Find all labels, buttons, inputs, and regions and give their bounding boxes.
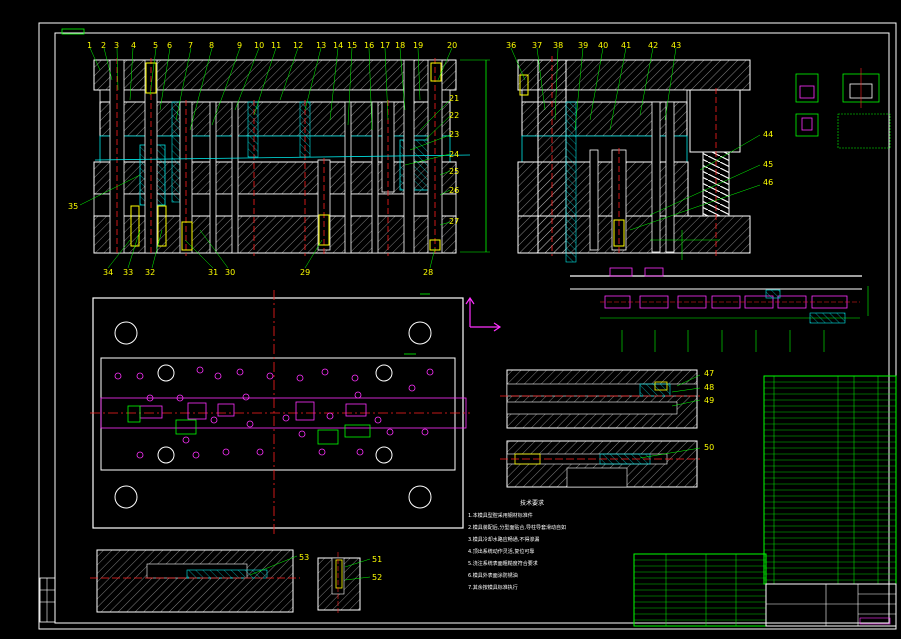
- svg-text:24: 24: [449, 150, 459, 159]
- svg-text:17: 17: [380, 41, 390, 50]
- svg-text:5: 5: [153, 41, 158, 50]
- svg-text:38: 38: [553, 41, 563, 50]
- svg-text:2.模具装配后,分型面贴合,导柱导套滑动自如: 2.模具装配后,分型面贴合,导柱导套滑动自如: [468, 524, 566, 531]
- plan-view: [90, 290, 502, 535]
- svg-text:37: 37: [532, 41, 542, 50]
- svg-text:6.模具外表面涂防锈油: 6.模具外表面涂防锈油: [468, 572, 518, 579]
- strip-layout: [570, 267, 869, 352]
- svg-text:41: 41: [621, 41, 631, 50]
- svg-text:51: 51: [372, 555, 382, 564]
- svg-text:29: 29: [300, 268, 310, 277]
- svg-text:9: 9: [237, 41, 242, 50]
- bottom-section-right: 51 52: [317, 552, 382, 614]
- svg-text:45: 45: [763, 160, 773, 169]
- svg-text:36: 36: [506, 41, 516, 50]
- svg-text:19: 19: [413, 41, 423, 50]
- svg-text:39: 39: [578, 41, 588, 50]
- svg-text:8: 8: [209, 41, 214, 50]
- svg-text:34: 34: [103, 268, 113, 277]
- svg-text:28: 28: [423, 268, 433, 277]
- svg-text:4.顶出系统动作灵活,复位可靠: 4.顶出系统动作灵活,复位可靠: [468, 548, 534, 555]
- svg-text:46: 46: [763, 178, 773, 187]
- svg-text:3: 3: [114, 41, 119, 50]
- svg-text:12: 12: [293, 41, 303, 50]
- svg-text:27: 27: [449, 217, 459, 226]
- svg-text:48: 48: [704, 383, 714, 392]
- detail-section-upper: 47 48 49: [500, 369, 714, 429]
- right-callout-numbers: 36 37 38 39 40 41 42 43 44 45 46: [506, 41, 773, 187]
- svg-text:15: 15: [347, 41, 357, 50]
- svg-text:31: 31: [208, 268, 218, 277]
- callout-numbers-bottom-left: 35 34 33 32 31 30 29 28: [68, 202, 433, 277]
- svg-text:7: 7: [188, 41, 193, 50]
- svg-text:5.浇注系统表面粗糙度符合要求: 5.浇注系统表面粗糙度符合要求: [468, 560, 538, 567]
- svg-text:2: 2: [101, 41, 106, 50]
- detail-section-lower: 50: [500, 440, 714, 488]
- right-section-view: [517, 56, 751, 263]
- svg-text:1: 1: [87, 41, 92, 50]
- callout-leaders: [79, 47, 453, 269]
- svg-text:20: 20: [447, 41, 457, 50]
- svg-text:26: 26: [449, 186, 459, 195]
- svg-text:52: 52: [372, 573, 382, 582]
- svg-text:14: 14: [333, 41, 343, 50]
- svg-text:30: 30: [225, 268, 235, 277]
- parts-list-table: [633, 375, 897, 627]
- sheet-inner-border: [54, 32, 890, 624]
- svg-text:10: 10: [254, 41, 264, 50]
- svg-text:18: 18: [395, 41, 405, 50]
- technical-notes: 技术要求 1.本模具型腔采用钢材标准件 2.模具装配后,分型面贴合,导柱导套滑动…: [468, 499, 566, 591]
- svg-text:25: 25: [449, 167, 459, 176]
- title-tag: [61, 28, 85, 35]
- svg-text:16: 16: [364, 41, 374, 50]
- axis-arrow-icon: [465, 296, 502, 332]
- svg-text:33: 33: [123, 268, 133, 277]
- svg-text:49: 49: [704, 396, 714, 405]
- part-detail-view: [795, 68, 891, 149]
- svg-text:22: 22: [449, 111, 459, 120]
- callout-numbers-right-side: 21 22 23 24 25 26 27: [449, 94, 459, 226]
- svg-text:21: 21: [449, 94, 459, 103]
- left-margin-block: [39, 577, 56, 623]
- svg-text:技术要求: 技术要求: [520, 499, 544, 507]
- sheet-border: [38, 22, 897, 630]
- svg-text:4: 4: [131, 41, 136, 50]
- svg-text:6: 6: [167, 41, 172, 50]
- svg-text:42: 42: [648, 41, 658, 50]
- svg-text:50: 50: [704, 443, 714, 452]
- svg-text:7.其余按模具标准执行: 7.其余按模具标准执行: [468, 584, 518, 591]
- right-callout-leaders: [510, 47, 761, 231]
- svg-text:32: 32: [145, 268, 155, 277]
- svg-text:1.本模具型腔采用钢材标准件: 1.本模具型腔采用钢材标准件: [468, 512, 533, 519]
- svg-text:53: 53: [299, 553, 309, 562]
- svg-text:47: 47: [704, 369, 714, 378]
- callout-numbers-top: 1 2 3 4 5 6 7 8 9 10 11 12 13 14 15 16 1…: [87, 41, 457, 50]
- svg-text:44: 44: [763, 130, 773, 139]
- bottom-section-left: 53: [90, 549, 309, 613]
- svg-text:3.模具冷却水路应畅通,不得渗漏: 3.模具冷却水路应畅通,不得渗漏: [468, 536, 539, 543]
- svg-text:40: 40: [598, 41, 608, 50]
- svg-text:11: 11: [271, 41, 281, 50]
- svg-text:43: 43: [671, 41, 681, 50]
- svg-text:13: 13: [316, 41, 326, 50]
- svg-text:35: 35: [68, 202, 78, 211]
- main-section-view: [93, 58, 490, 256]
- svg-text:23: 23: [449, 130, 459, 139]
